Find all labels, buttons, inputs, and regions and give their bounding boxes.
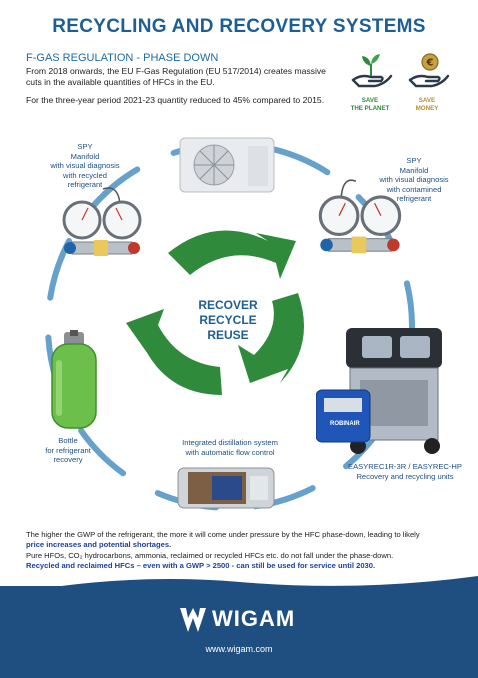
robinair-label: ROBINAIR (330, 421, 360, 427)
spy-manifold-right (318, 179, 402, 254)
recycle-arrows-icon (126, 230, 304, 395)
footnote-line-3: Pure HFOs, CO₂ hydrocarbons, ammonia, re… (26, 550, 394, 560)
footnotes: The higher the GWP of the refrigerant, t… (26, 530, 466, 572)
intro-text-2: For the three-year period 2021-23 quanti… (26, 95, 325, 105)
caption-distillation: Integrated distillation system with auto… (182, 438, 278, 457)
cycle-center-label: RECOVER RECYCLE REUSE (198, 298, 258, 342)
refrigerant-bottle (51, 330, 97, 429)
svg-text:€: € (426, 58, 434, 69)
plant-in-hand-icon (351, 54, 393, 88)
wigam-logo-icon (180, 608, 206, 632)
ac-outdoor-unit (179, 137, 275, 193)
easyrec-recovery-units (316, 328, 442, 454)
caption-spy-right: SPY Manifold with visual diagnosis with … (379, 156, 449, 203)
website-link[interactable]: www.wigam.com (205, 644, 273, 654)
caption-spy-left: SPY Manifold with visual diagnosis with … (50, 142, 120, 189)
coin-in-hand-icon: € (408, 53, 450, 88)
brand-name: WIGAM (212, 606, 296, 631)
intro-text: From 2018 onwards, the EU F-Gas Regulati… (26, 66, 326, 87)
footnote-line-4: Recycled and reclaimed HFCs – even with … (26, 561, 376, 571)
distillation-unit (177, 467, 275, 509)
footnote-line-2: price increases and potential shortages. (26, 540, 172, 550)
spy-manifold-left (62, 187, 142, 256)
caption-bottle: Bottle for refrigerant recovery (45, 436, 91, 464)
section-subtitle: F-GAS REGULATION - PHASE DOWN (26, 52, 219, 64)
caption-easyrec: EASYREC1R-3R / EASYREC-HP Recovery and r… (348, 462, 462, 481)
brand-logo[interactable]: WIGAM (178, 604, 302, 638)
footnote-line-1: The higher the GWP of the refrigerant, t… (26, 530, 420, 539)
footer (0, 586, 478, 678)
page-title: RECYCLING AND RECOVERY SYSTEMS (52, 16, 426, 37)
